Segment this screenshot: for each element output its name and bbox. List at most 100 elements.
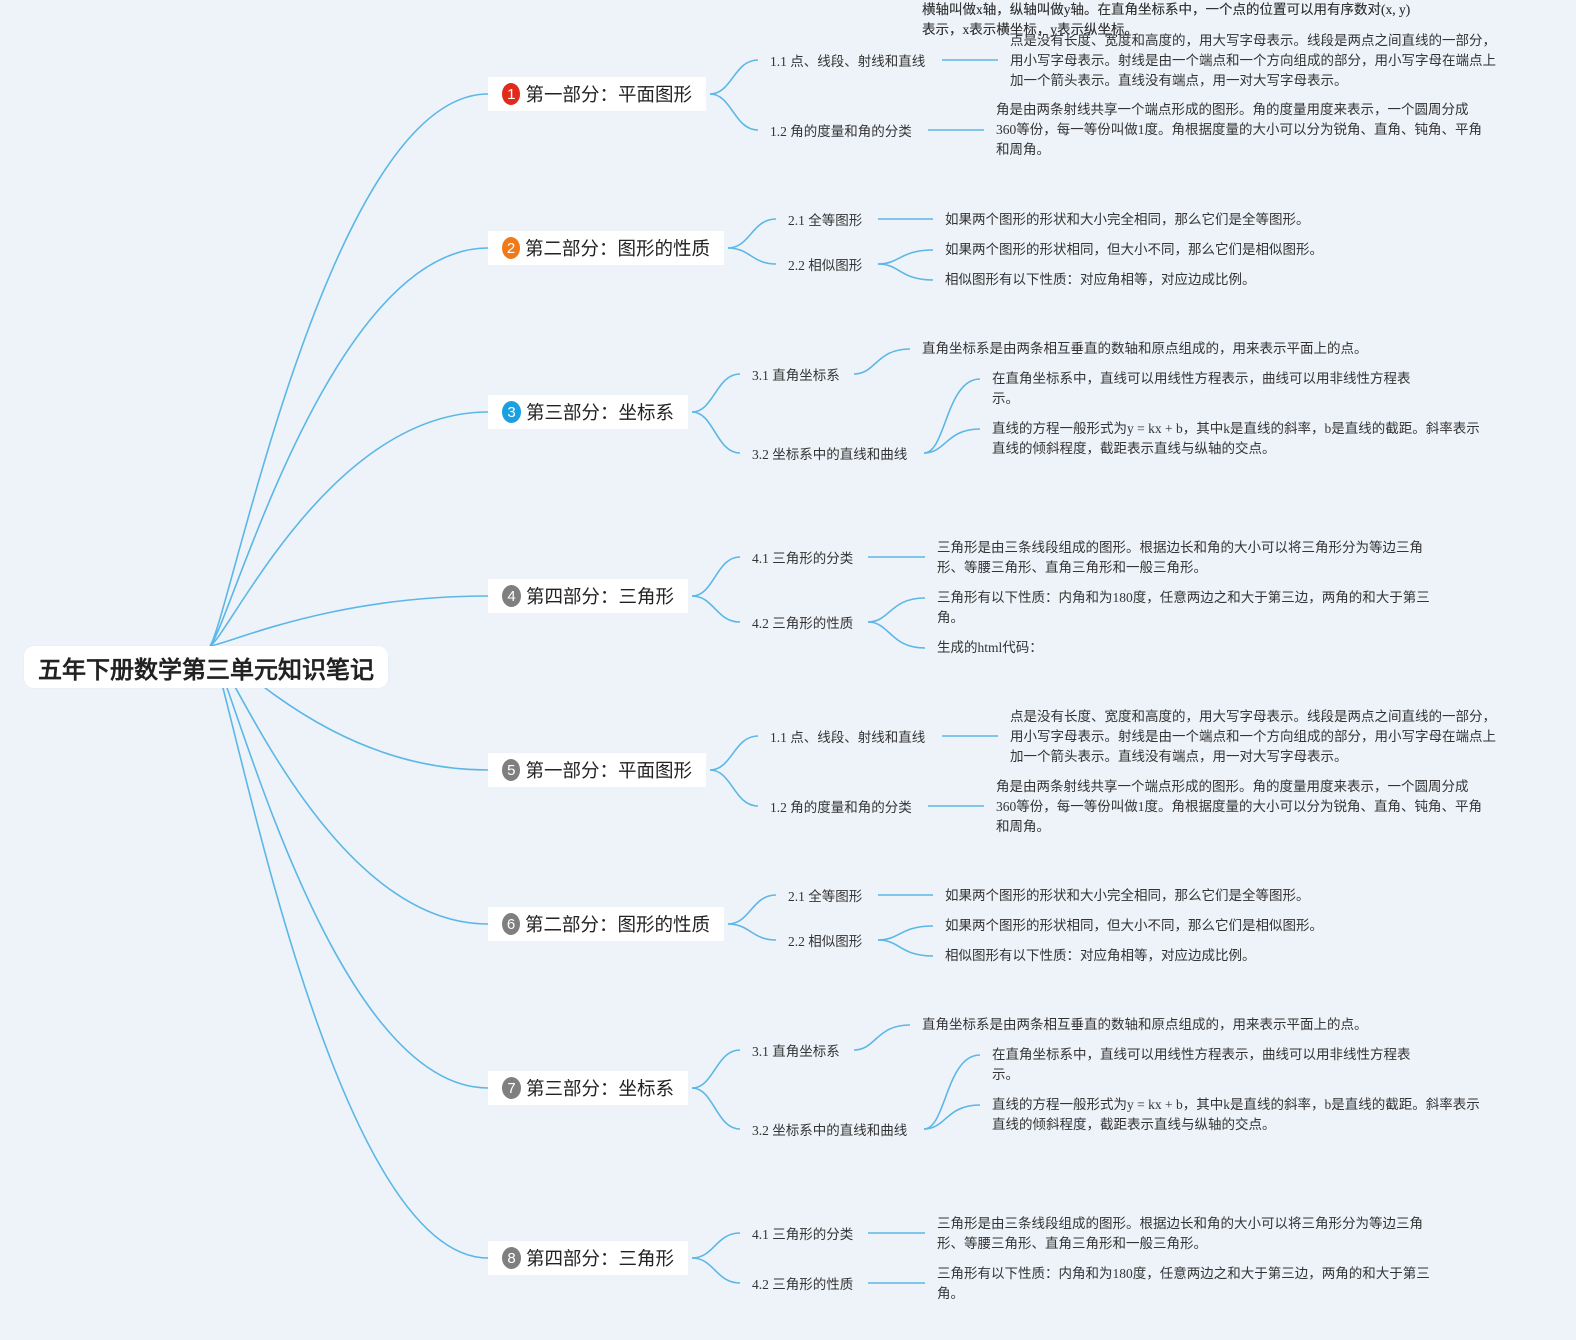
root-branch-connector xyxy=(209,645,489,1089)
sub-leaf-connector xyxy=(853,348,911,375)
leaf-note[interactable]: 点是没有长度、宽度和高度的，用大写字母表示。线段是两点之间直线的一部分，用小写字… xyxy=(1010,709,1496,764)
branch-sub-connector xyxy=(691,1232,741,1259)
subtopic[interactable]: 2.1 全等图形 xyxy=(788,889,863,904)
sub-leaf-connector xyxy=(867,621,926,649)
branch-sub-connector xyxy=(709,59,759,95)
branch-topic-label: 第一部分：平面图形 xyxy=(525,85,692,106)
branch-topic-label: 第四部分：三角形 xyxy=(525,587,674,608)
sub-leaf-connector xyxy=(877,263,934,281)
root-branch-connector xyxy=(209,247,489,647)
sub-leaf-connector xyxy=(867,597,926,623)
branch-sub-connector xyxy=(727,894,777,925)
subtopic[interactable]: 2.2 相似图形 xyxy=(788,258,863,273)
number-badge-icon: 3 xyxy=(502,401,521,423)
branch-sub-connector xyxy=(727,247,777,265)
leaf-note[interactable]: 三角形有以下性质：内角和为180度，任意两边之和大于第三边，两角的和大于第三角。 xyxy=(937,590,1430,625)
subtopic[interactable]: 2.1 全等图形 xyxy=(788,213,863,228)
leaf-note[interactable]: 三角形是由三条线段组成的图形。根据边长和角的大小可以将三角形分为等边三角形、等腰… xyxy=(937,540,1423,575)
root-topic[interactable]: 五年下册数学第三单元知识笔记 xyxy=(24,646,388,688)
leaf-note[interactable]: 生成的html代码： xyxy=(937,640,1043,655)
leaf-note[interactable]: 直角坐标系是由两条相互垂直的数轴和原点组成的，用来表示平面上的点。 xyxy=(922,1017,1368,1032)
leaf-note[interactable]: 在直角坐标系中，直线可以用线性方程表示，曲线可以用非线性方程表示。 xyxy=(992,371,1411,406)
subtopic[interactable]: 3.1 直角坐标系 xyxy=(752,1044,840,1059)
leaf-note[interactable]: 点是没有长度、宽度和高度的，用大写字母表示。线段是两点之间直线的一部分，用小写字… xyxy=(1010,33,1496,88)
subtopic[interactable]: 3.2 坐标系中的直线和曲线 xyxy=(752,447,908,462)
leaf-note[interactable]: 如果两个图形的形状相同，但大小不同，那么它们是相似图形。 xyxy=(945,918,1323,933)
subtopic[interactable]: 4.1 三角形的分类 xyxy=(752,551,854,566)
subtopic[interactable]: 4.2 三角形的性质 xyxy=(752,616,854,631)
branch-sub-connector xyxy=(691,1257,741,1284)
subtopic[interactable]: 1.1 点、线段、射线和直线 xyxy=(770,54,926,69)
root-branch-connector xyxy=(209,645,489,1259)
branch-sub-connector xyxy=(709,735,759,771)
branch-sub-connector xyxy=(709,769,759,807)
number-badge-icon: 6 xyxy=(502,913,520,935)
branch-topic-label: 第二部分：图形的性质 xyxy=(524,239,710,260)
root-branch-connector xyxy=(209,595,489,647)
leaf-note[interactable]: 直线的方程一般形式为y = kx + b，其中k是直线的斜率，b是直线的截距。斜… xyxy=(992,421,1480,456)
number-badge-icon: 4 xyxy=(502,585,521,607)
leaf-note[interactable]: 在直角坐标系中，直线可以用线性方程表示，曲线可以用非线性方程表示。 xyxy=(992,1047,1411,1082)
leaf-note[interactable]: 如果两个图形的形状和大小完全相同，那么它们是全等图形。 xyxy=(945,212,1310,227)
sub-leaf-connector xyxy=(923,378,981,454)
sub-leaf-connector xyxy=(877,925,934,941)
subtopic[interactable]: 1.2 角的度量和角的分类 xyxy=(770,124,912,139)
number-badge-icon: 7 xyxy=(502,1077,521,1099)
number-badge-icon: 8 xyxy=(502,1247,521,1269)
branch-sub-connector xyxy=(691,1049,741,1089)
subtopic[interactable]: 4.1 三角形的分类 xyxy=(752,1227,854,1242)
branch-sub-connector xyxy=(727,923,777,941)
root-branch-connector xyxy=(209,411,489,647)
subtopic[interactable]: 3.1 直角坐标系 xyxy=(752,368,840,383)
subtopic[interactable]: 1.1 点、线段、射线和直线 xyxy=(770,730,926,745)
number-badge-icon: 1 xyxy=(502,83,521,105)
branch-sub-connector xyxy=(691,373,741,413)
leaf-note[interactable]: 直角坐标系是由两条相互垂直的数轴和原点组成的，用来表示平面上的点。 xyxy=(922,341,1368,356)
branch-topic-label: 第三部分：坐标系 xyxy=(525,403,674,424)
subtopic[interactable]: 1.2 角的度量和角的分类 xyxy=(770,800,912,815)
sub-leaf-connector xyxy=(877,249,934,265)
branch-sub-connector xyxy=(691,1087,741,1130)
leaf-note[interactable]: 横轴叫做x轴，纵轴叫做y轴。在直角坐标系中，一个点的位置可以用有序数对(x, y… xyxy=(922,2,1411,37)
number-badge-icon: 2 xyxy=(502,237,520,259)
branch-sub-connector xyxy=(691,556,741,597)
sub-leaf-connector xyxy=(877,939,934,957)
leaf-note[interactable]: 角是由两条射线共享一个端点形成的图形。角的度量用度来表示，一个圆周分成360等份… xyxy=(996,779,1482,834)
leaf-note[interactable]: 如果两个图形的形状和大小完全相同，那么它们是全等图形。 xyxy=(945,888,1310,903)
root-branch-connector xyxy=(209,93,489,647)
sub-leaf-connector xyxy=(923,1104,981,1130)
branch-topic-label: 第一部分：平面图形 xyxy=(525,761,692,782)
sub-leaf-connector xyxy=(853,1024,911,1051)
sub-leaf-connector xyxy=(923,1054,981,1130)
leaf-note[interactable]: 三角形有以下性质：内角和为180度，任意两边之和大于第三边，两角的和大于第三角。 xyxy=(937,1266,1430,1301)
subtopic[interactable]: 2.2 相似图形 xyxy=(788,934,863,949)
leaf-note[interactable]: 直线的方程一般形式为y = kx + b，其中k是直线的斜率，b是直线的截距。斜… xyxy=(992,1097,1480,1132)
subtopic[interactable]: 4.2 三角形的性质 xyxy=(752,1277,854,1292)
branch-topic-label: 第四部分：三角形 xyxy=(525,1249,674,1270)
sub-leaf-connector xyxy=(923,428,981,454)
branch-topic-label: 第三部分：坐标系 xyxy=(525,1079,674,1100)
leaf-note[interactable]: 横轴叫做x轴，纵轴叫做y轴。在直角坐标系中，一个点的位置可以用有序数对(x, y… xyxy=(922,2,1411,37)
leaf-note[interactable]: 如果两个图形的形状相同，但大小不同，那么它们是相似图形。 xyxy=(945,242,1323,257)
branch-topic-label: 第二部分：图形的性质 xyxy=(524,915,710,936)
root-topic-label: 五年下册数学第三单元知识笔记 xyxy=(38,655,374,684)
number-badge-icon: 5 xyxy=(502,759,521,781)
leaf-note[interactable]: 相似图形有以下性质：对应角相等，对应边成比例。 xyxy=(945,948,1256,963)
leaf-note[interactable]: 三角形是由三条线段组成的图形。根据边长和角的大小可以将三角形分为等边三角形、等腰… xyxy=(937,1216,1423,1251)
leaf-note[interactable]: 相似图形有以下性质：对应角相等，对应边成比例。 xyxy=(945,272,1256,287)
leaf-note[interactable]: 角是由两条射线共享一个端点形成的图形。角的度量用度来表示，一个圆周分成360等份… xyxy=(996,102,1482,157)
branch-sub-connector xyxy=(691,595,741,623)
branch-sub-connector xyxy=(727,218,777,249)
subtopic[interactable]: 3.2 坐标系中的直线和曲线 xyxy=(752,1123,908,1138)
branch-sub-connector xyxy=(691,411,741,454)
branch-sub-connector xyxy=(709,93,759,131)
